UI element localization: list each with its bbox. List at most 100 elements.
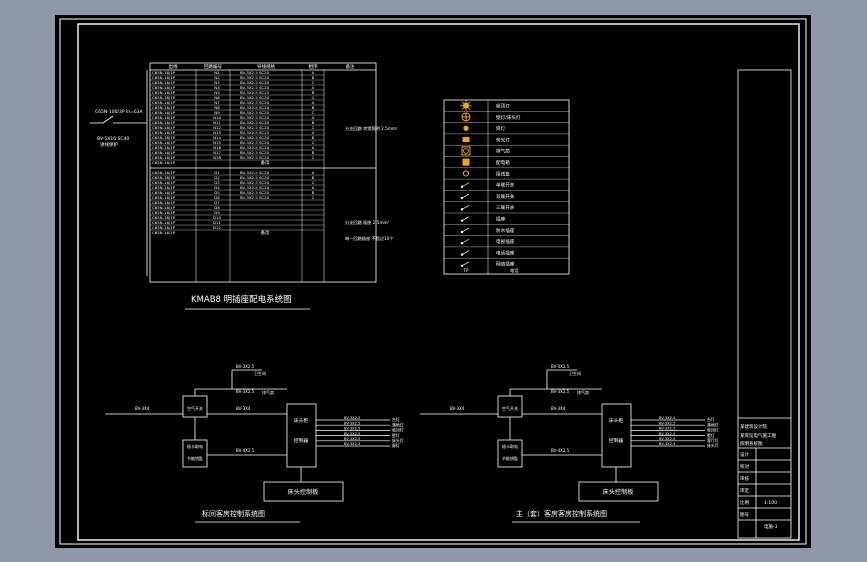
phone-socket-icon [461,250,470,255]
group1-phase: C [312,80,315,85]
chandelier-icon-ray [461,107,465,110]
title-block [737,69,792,539]
group2-breaker: C65N-16/1P [152,175,176,180]
double-switch-icon [461,193,470,199]
group1-phase: A [312,85,315,90]
title-block-row-4: 审定 [740,487,749,494]
group1-circuit: N1 [214,70,220,75]
chandelier-icon-ray [461,101,465,104]
group1-breaker: C65N-16/1P [152,80,176,85]
group2-breaker: C65N-16/1P [152,185,176,190]
group1-wire: BV-3X2.5 SC20 [240,115,270,120]
group1-circuit: N13 [213,130,221,135]
exhaust-fan-icon-fan [463,147,469,154]
title-block-scale-label: 比例 [740,499,749,506]
fan-label: 排气扇 [262,389,274,395]
bath-label: 卫生间 [254,370,266,376]
symbol-legend: 吸顶灯壁灯/床头灯筒灯荧光灯排气扇配电箱接线盒单联开关双联开关三联开关插座防水插… [443,99,570,275]
bedside-panel-box [263,481,344,502]
exhaust-fan-icon [461,146,471,156]
group2-circuit: D1 [214,170,220,175]
group2-spare-breaker: C65N-16/1P [152,230,176,235]
group2-phase: C [312,180,315,185]
group2-breaker: C65N-16/1P [152,220,176,225]
output-label: 客厅灯 [707,438,719,443]
table-header-cell: 导线规格 [257,63,275,70]
group1-breaker: C65N-16/1P [152,140,176,145]
bedside-panel-label: 床头控制板 [288,488,319,496]
group1-wire: BV-3X2.5 SC20 [240,70,270,75]
group1-breaker: C65N-16/1P [152,120,176,125]
group2-phase: B [312,190,315,195]
standard-room-title: 标间客房控制系统图 [202,509,265,518]
card-switch-label: 插卡取电 [187,443,203,449]
group2-phase: A [312,170,315,175]
output-label: 廊灯 [392,443,400,448]
card-wire-label: BV-4X2.5 [236,448,255,453]
group2-wire: BV-3X2.5 SC20 [240,185,270,190]
group1-breaker: C65N-16/1P [152,145,176,150]
distribution-box-icon [462,158,470,166]
legend-label: 双联开关 [496,193,515,200]
bath-wire-label: BV-3X2.5 [236,364,255,369]
group1-phase: C [312,125,315,130]
waterproof-socket-icon [461,227,470,233]
group1-phase: B [312,150,315,155]
group1-wire: BV-3X2.5 SC20 [240,100,270,105]
group1-wire: BV-3X2.5 SC20 [240,80,270,85]
output-label: 吸顶灯 [707,428,719,433]
group1-phase: B [312,90,315,95]
fluorescent-icon [462,137,470,143]
output-wire-label: BV-3X2.5 [659,427,675,431]
group1-wire: BV-3X2.5 SC20 [240,135,270,140]
group2-circuit: D10 [213,215,221,220]
double-switch-icon-dot [460,196,464,200]
group2-breaker: C65N-16/1P [152,215,176,220]
group1-breaker: C65N-16/1P [152,105,176,110]
group2-breaker: C65N-16/1P [152,225,176,230]
bath-label: 卫生间 [569,370,581,376]
group1-circuit: N2 [214,75,220,80]
group1-circuit: N10 [213,115,221,120]
group1-circuit: N18 [213,155,221,160]
panel-diagram-title: KMAB8 明插座配电系统图 [191,294,292,305]
group1-circuit: N3 [214,80,220,85]
group1-phase: B [312,105,315,110]
title-block-company: 某建筑设计院 [740,423,767,430]
group1-wire: BV-3X2.5 SC20 [240,130,270,135]
fan-wire-label: BV-3X2.5 [236,389,255,394]
group2-circuit: D7 [214,200,220,205]
output-wire-label: BV-3X2.5 [659,442,675,446]
group2-note-2: 每一回路插座 不超过10个 [345,235,394,242]
group2-wire: BV-3X2.5 SC20 [240,190,270,195]
single-switch-icon-dot [460,185,464,188]
legend-footer-left: TP [462,268,469,273]
group1-wire: BV-3X2.5 SC20 [240,105,270,110]
group1-circuit: N15 [213,140,221,145]
legend-label: 电话插座 [496,249,515,256]
controller-top-label: 床头柜 [609,417,624,424]
group1-phase: A [312,70,315,75]
group1-wire: BV-3X2.5 SC20 [240,85,270,90]
group2-wire: BV-3X2.5 SC20 [240,195,270,200]
group1-breaker: C65N-16/1P [152,90,176,95]
output-wire-label: BV-3X2.5 [344,437,360,441]
table-header-cell: 回路编号 [204,63,222,70]
legend-label: 壁灯/床头灯 [496,114,521,121]
group1-wire: BV-3X2.5 SC20 [240,150,270,155]
group1-breaker: C65N-16/1P [152,115,176,120]
legend-label: 防水插座 [496,227,515,234]
group2-circuit: D3 [214,180,220,185]
group2-wire: BV-3X2.5 SC20 [240,180,270,185]
net-socket-icon [461,261,470,267]
bath-wire-label: BV-3X2.5 [551,364,570,369]
fan-label: 排气扇 [577,389,589,395]
group1-circuit: N4 [214,85,220,90]
controller-sub-label: 控制器 [294,437,309,444]
group1-breaker: C65N-16/1P [152,150,176,155]
group1-breaker: C65N-16/1P [152,110,176,115]
group1-breaker: C65N-16/1P [152,75,176,80]
